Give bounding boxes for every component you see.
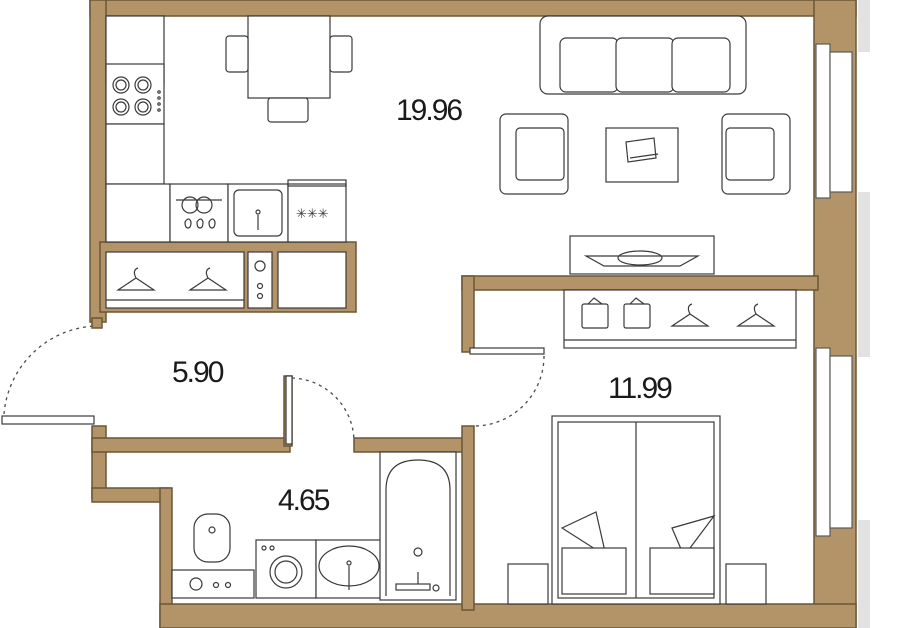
bag-icon <box>623 297 651 329</box>
bathtub-icon <box>379 451 457 601</box>
kitchen-counter: ✳✳✳ <box>105 15 347 243</box>
hanger-icon <box>670 303 710 327</box>
bathroom-door <box>285 375 355 445</box>
bed-icon <box>507 415 767 605</box>
facade-strip <box>858 0 870 628</box>
sofa-icon <box>539 15 747 95</box>
windows <box>815 43 853 537</box>
dishwasher-icon <box>169 183 229 243</box>
sink-icon <box>315 539 383 599</box>
wardrobe-kitchen <box>105 251 347 309</box>
wardrobe-bedroom <box>563 289 797 349</box>
area-label-bathroom: 4.65 <box>278 484 330 517</box>
coffee-table <box>605 127 679 183</box>
stove-icon <box>105 63 165 125</box>
hanger-icon <box>736 303 776 327</box>
entrance-door <box>1 317 103 425</box>
dining-table-icon <box>225 15 353 123</box>
bedroom-door <box>469 347 545 427</box>
bag-icon <box>581 297 609 329</box>
bath-counter <box>171 569 255 599</box>
area-label-hallway: 5.90 <box>172 356 224 389</box>
armchair-icon <box>721 113 791 195</box>
area-label-bedroom: 11.99 <box>608 372 672 405</box>
washing-machine-icon <box>255 539 317 599</box>
svg-text:✳✳✳: ✳✳✳ <box>296 207 329 222</box>
tv-icon <box>569 235 715 275</box>
area-label-living: 19.96 <box>396 94 462 127</box>
toilet-icon <box>193 513 231 563</box>
hanger-icon <box>188 267 228 291</box>
fridge-icon: ✳✳✳ <box>287 179 347 243</box>
armchair-icon <box>499 113 569 195</box>
sink-icon <box>227 183 289 243</box>
hanger-icon <box>116 267 156 291</box>
